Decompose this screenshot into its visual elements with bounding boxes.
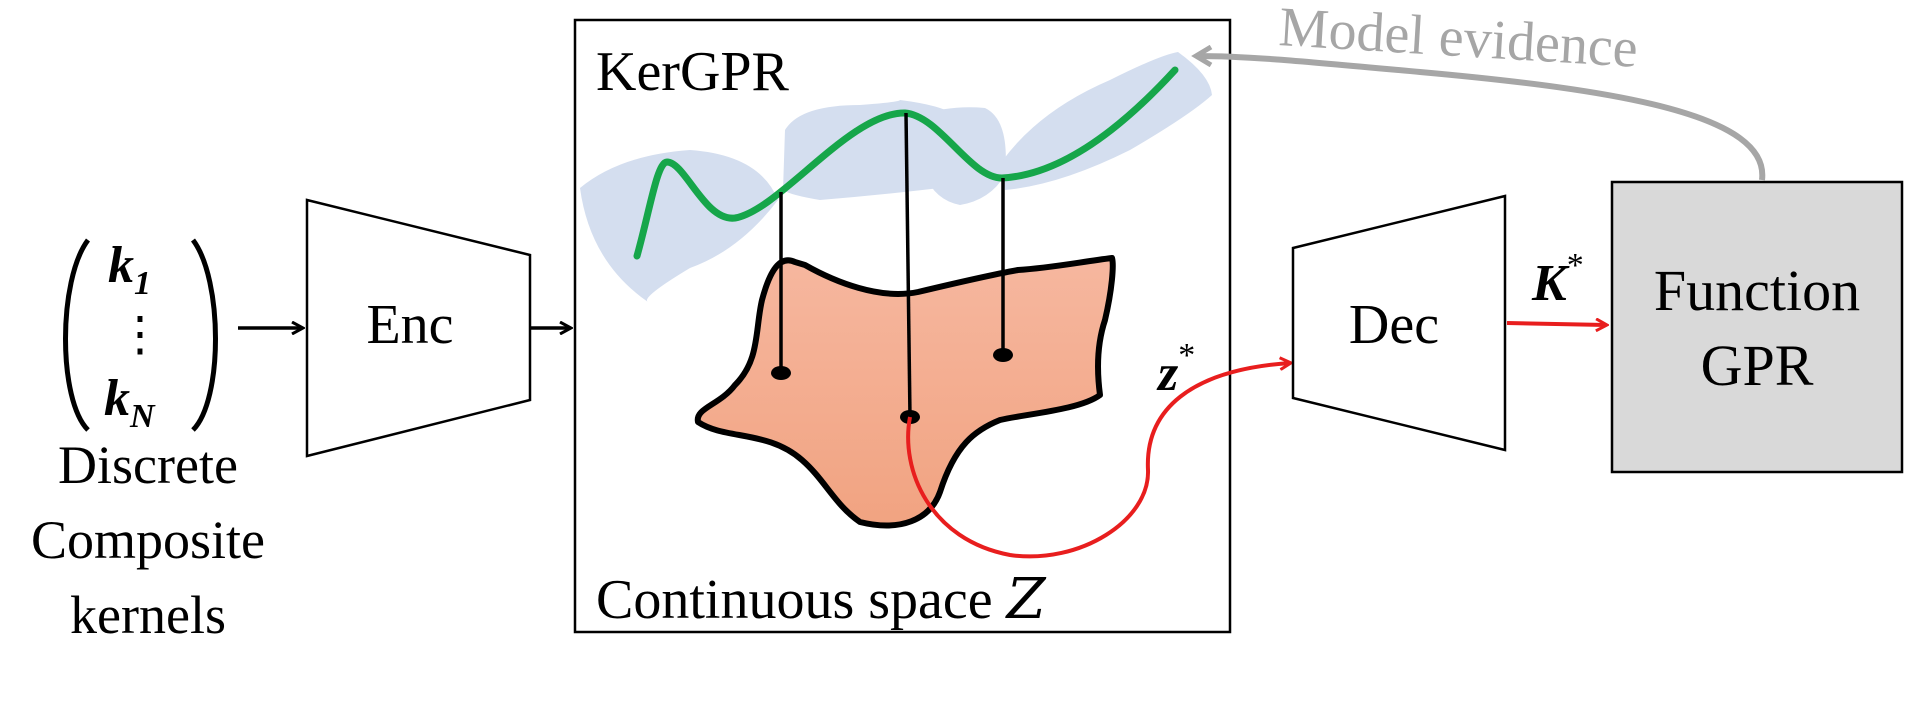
projection-lines — [779, 112, 1005, 418]
caption-discrete: Discrete — [58, 435, 238, 495]
caption-kernels: kernels — [70, 585, 226, 645]
right-paren — [190, 238, 218, 432]
latent-point-3 — [993, 348, 1013, 362]
function-gpr-box — [1610, 180, 1904, 474]
kergpr-title: KerGPR — [596, 41, 790, 103]
feedback-arrow — [1197, 56, 1766, 181]
latent-caption: Continuous space Z — [596, 567, 1047, 632]
model-evidence-label: Model evidence — [1277, 0, 1639, 80]
left-paren — [63, 238, 91, 432]
encoder-label: Enc — [366, 294, 453, 356]
k-star-label: K* — [1531, 247, 1584, 312]
latent-region — [694, 255, 1116, 529]
projection-line-2 — [904, 112, 912, 418]
decoder-label: Dec — [1349, 294, 1439, 356]
selection-arrow — [906, 363, 1290, 559]
z-star-label: z* — [1156, 337, 1195, 402]
function-gpr-line1: Function — [1654, 258, 1860, 323]
gp-mean-curve — [633, 66, 1179, 260]
decoder-trapezoid — [1291, 194, 1507, 452]
kernel-dots: ⋮ — [116, 308, 164, 361]
input-caption: Discrete Composite kernels — [31, 435, 265, 645]
kernel-vector: k1 ⋮ kN — [63, 237, 218, 435]
kernel-kN: kN — [104, 370, 156, 435]
kernel-k1: k1 — [108, 237, 151, 302]
encoder-trapezoid — [305, 198, 532, 458]
arrow-decoder-to-function — [1506, 323, 1606, 325]
caption-composite: Composite — [31, 510, 265, 570]
function-gpr-line2: GPR — [1701, 333, 1814, 398]
latent-point-1 — [771, 366, 791, 380]
